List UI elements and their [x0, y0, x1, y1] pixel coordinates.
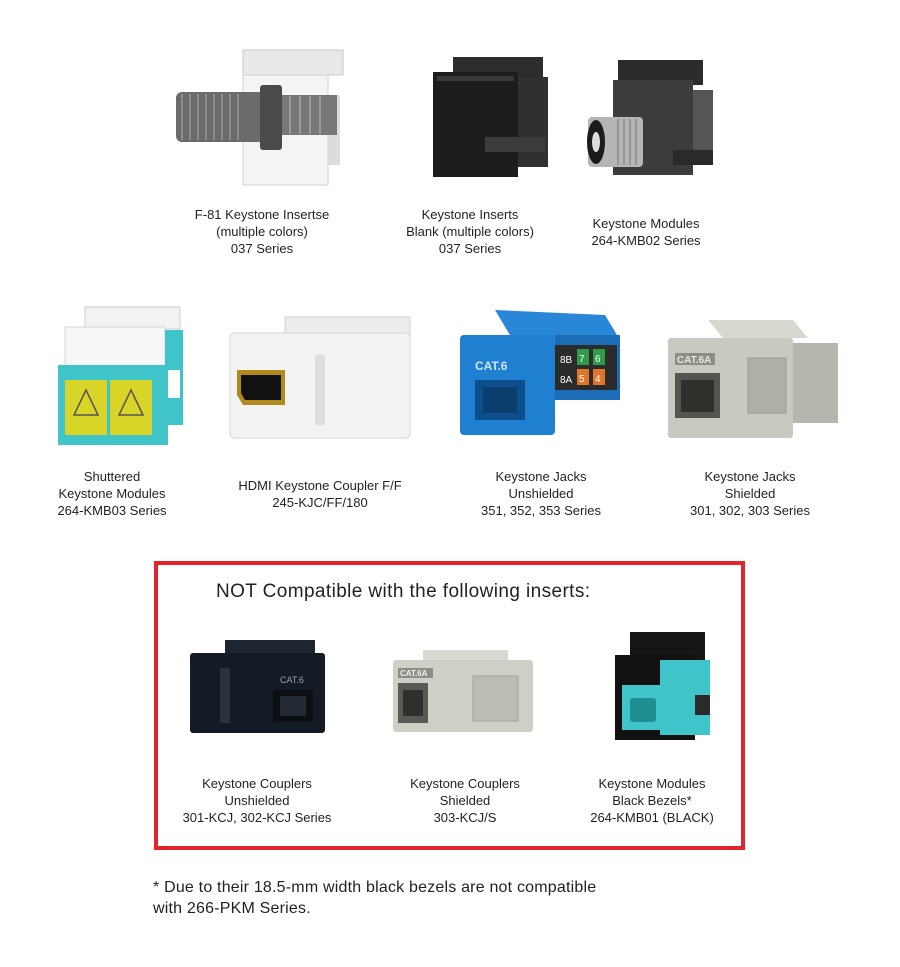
shielded-coupler-caption: Keystone Couplers Shielded 303-KCJ/S [410, 776, 520, 825]
shielded-coupler-image: CAT.6A [388, 648, 538, 736]
jack-pin-label-8a: 8A [560, 375, 573, 386]
kmb03-caption: Shuttered Keystone Modules 264-KMB03 Ser… [57, 469, 167, 518]
shielded-jack-caption: Keystone Jacks Shielded 301, 302, 303 Se… [690, 469, 810, 518]
kmb02-module-image [578, 55, 718, 195]
jack-pin-label-8b: 8B [560, 355, 573, 366]
footnote: * Due to their 18.5-mm width black bezel… [153, 879, 597, 917]
kmb03-module-image [40, 305, 190, 455]
cat6-label: CAT.6 [475, 359, 508, 373]
not-compatible-heading: NOT Compatible with the following insert… [216, 581, 591, 602]
cat6a-label: CAT.6A [677, 355, 711, 366]
jack-pin-label-7: 7 [579, 354, 585, 365]
shielded-jack-image: CAT.6A [663, 318, 843, 443]
f81-caption: F-81 Keystone Insertse (multiple colors)… [194, 207, 330, 256]
unshielded-coupler-image: CAT.6 [185, 638, 330, 738]
unshielded-jack-caption: Keystone Jacks Unshielded 351, 352, 353 … [481, 469, 601, 518]
hdmi-coupler-image [225, 315, 415, 445]
hdmi-caption: HDMI Keystone Coupler F/F 245-KJC/FF/180 [238, 478, 402, 510]
blank-insert-image [425, 52, 555, 182]
not-compatible-box [154, 561, 745, 850]
blank-insert-caption: Keystone Inserts Blank (multiple colors)… [406, 207, 534, 256]
coupler-cat6-label: CAT.6 [280, 675, 304, 685]
coupler-cat6a-label: CAT.6A [400, 669, 428, 678]
kmb01-caption: Keystone Modules Black Bezels* 264-KMB01… [590, 776, 714, 825]
jack-pin-label-6: 6 [595, 354, 601, 365]
f81-insert-image [168, 40, 348, 190]
jack-pin-label-4: 4 [595, 374, 601, 385]
jack-pin-label-5: 5 [579, 374, 585, 385]
kmb01-module-image [600, 630, 715, 745]
kmb02-caption: Keystone Modules 264-KMB02 Series [591, 216, 701, 248]
unshielded-coupler-caption: Keystone Couplers Unshielded 301-KCJ, 30… [182, 776, 332, 825]
unshielded-jack-image: 8B 8A 7 6 5 4 CAT.6 [455, 305, 630, 445]
